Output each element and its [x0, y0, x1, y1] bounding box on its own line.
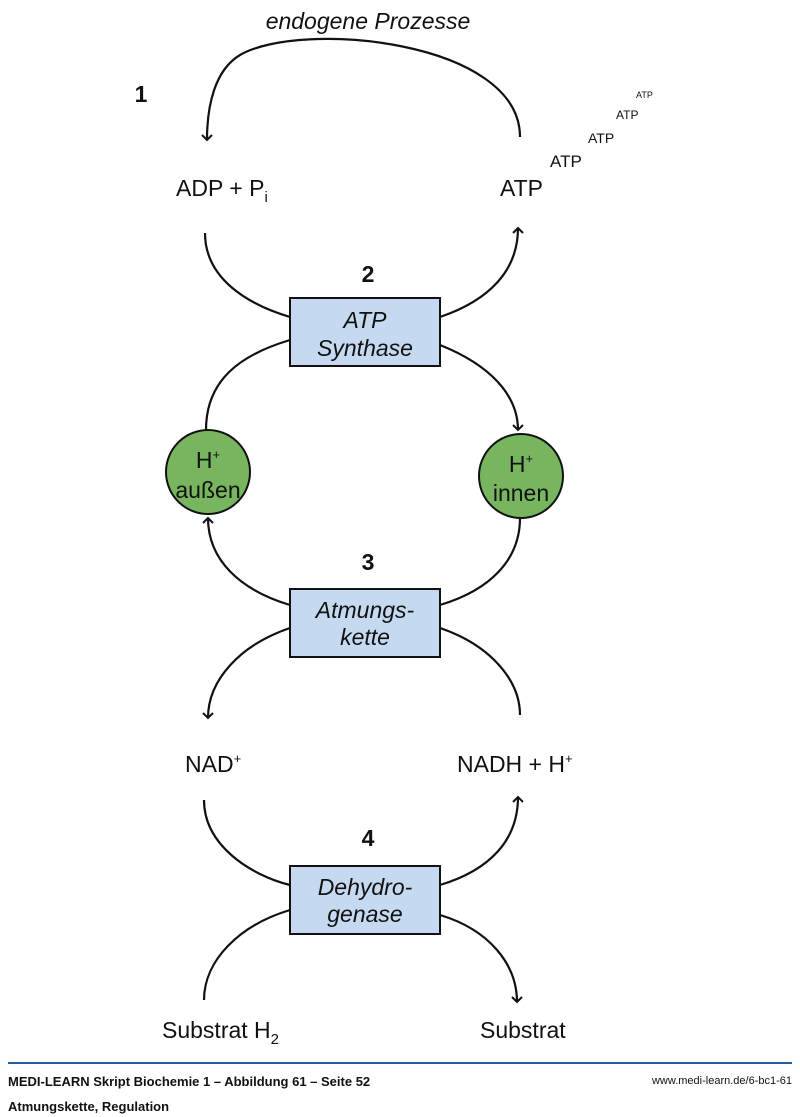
arrow-dehydrogenase-to-nadh [439, 795, 524, 887]
arrow-chain-to-nad [202, 626, 291, 720]
respiratory-chain-diagram: endogene Prozesse 1 ADP + Pi ATP ATP ATP… [135, 8, 653, 1048]
adp-pi-label: ADP + Pi [176, 175, 268, 206]
atp-cascade-2: ATP [588, 130, 614, 146]
arrow-synthase-to-atp [439, 226, 524, 319]
arrow-nad-into-dehydrogenase [202, 799, 291, 887]
atp-synthase-label-line1: ATP [341, 307, 387, 333]
arrow-proton-out-into-synthase [204, 338, 291, 431]
nad-label: NAD+ [185, 751, 241, 777]
proton-outside-label: außen [175, 477, 240, 503]
proton-inside-label: innen [493, 480, 549, 506]
respiratory-chain-box [289, 588, 441, 658]
endogenous-processes-label: endogene Prozesse [266, 8, 471, 34]
substrate-label: Substrat [480, 1017, 566, 1043]
footer-url-link[interactable]: www.medi-learn.de/6-bc1-61 [651, 1075, 792, 1087]
arrow-proton-in-into-chain [439, 517, 522, 607]
arrow-synthase-to-proton-in [439, 343, 524, 432]
atp-synthase-label-line2: Synthase [317, 335, 413, 361]
arrow-atp-to-adp [201, 37, 522, 142]
proton-outside-circle [165, 429, 251, 515]
footer-title: MEDI-LEARN Skript Biochemie 1 – Abbildun… [8, 1074, 371, 1089]
step-number-4: 4 [362, 825, 375, 851]
step-number-1: 1 [135, 81, 148, 107]
atp-label: ATP [500, 175, 543, 201]
substrate-h2-label: Substrat H2 [162, 1017, 279, 1048]
arrow-adp-into-synthase [203, 232, 291, 319]
dehydrogenase-box [289, 865, 441, 935]
step-number-2: 2 [362, 261, 375, 287]
respiratory-chain-label-line1: Atmungs- [314, 597, 415, 623]
nadh-label: NADH + H+ [457, 751, 573, 777]
arrow-nadh-into-chain [439, 626, 522, 716]
arrow-substrate-h2-into-dehydrogenase [202, 908, 291, 1001]
footer-divider [8, 1062, 792, 1064]
atp-cascade-4: ATP [636, 90, 653, 100]
step-number-3: 3 [362, 549, 375, 575]
footer-subtitle: Atmungskette, Regulation [8, 1099, 170, 1114]
atp-cascade-3: ATP [616, 108, 638, 122]
atp-synthase-box [289, 297, 441, 367]
proton-outside-symbol: H+ [196, 447, 220, 473]
atp-cascade-1: ATP [550, 152, 582, 171]
dehydrogenase-label-line2: genase [327, 901, 402, 927]
dehydrogenase-label-line1: Dehydro- [318, 874, 413, 900]
proton-inside-symbol: H+ [509, 451, 533, 477]
arrow-dehydrogenase-to-substrate [439, 913, 523, 1004]
respiratory-chain-label-line2: kette [340, 624, 390, 650]
arrow-chain-to-proton-out [202, 516, 291, 607]
